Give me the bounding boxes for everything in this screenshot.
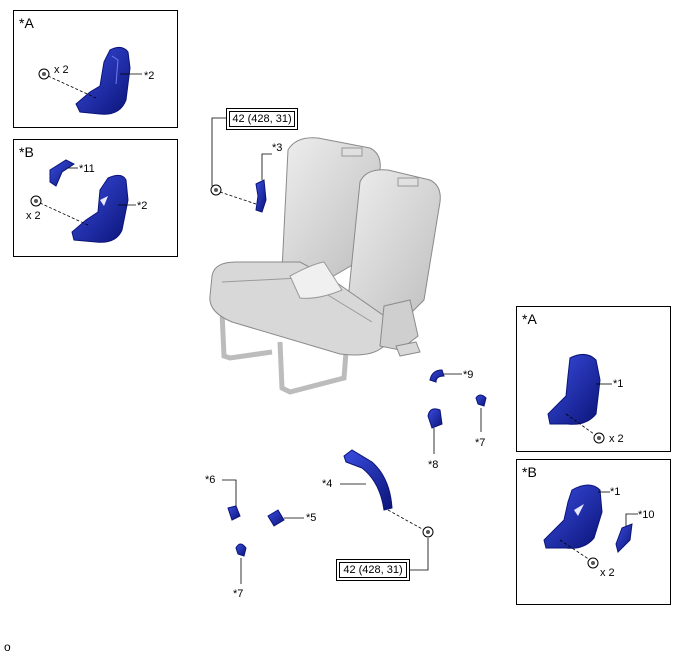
callout-1-b: *1 (610, 486, 621, 498)
callout-5: *5 (306, 512, 317, 524)
seat-cover-part-1-a (547, 354, 601, 425)
view-label: *B (522, 464, 537, 480)
cover-part-5 (267, 509, 285, 527)
torque-value: 42 (428, 31) (229, 111, 295, 127)
callout-4: *4 (322, 478, 333, 490)
callout-2-a: *2 (144, 70, 155, 82)
torque-value: 42 (428, 31) (339, 562, 407, 578)
qty-label: x 2 (26, 210, 41, 222)
qty-label: x 2 (609, 433, 624, 445)
callout-1-a: *1 (613, 378, 624, 390)
seat-cover-part-2-b (71, 174, 129, 243)
cap-part-8 (427, 408, 443, 429)
callout-8: *8 (428, 459, 439, 471)
bracket-part-11 (49, 159, 75, 187)
view-label: *A (522, 311, 537, 327)
callout-6: *6 (205, 474, 216, 486)
qty-label: x 2 (600, 567, 615, 579)
view-label: *B (19, 144, 34, 160)
clip-part-7-right (475, 394, 487, 407)
torque-spec-top: 42 (428, 31) (226, 108, 298, 130)
callout-9: *9 (463, 369, 474, 381)
callout-11: *11 (79, 163, 95, 175)
view-label: *A (19, 15, 34, 31)
rear-seat-assembly (209, 137, 441, 395)
figure-code: o (4, 640, 11, 654)
clip-part-7-bottom (235, 543, 247, 557)
seat-cover-part-1-b (543, 484, 603, 549)
seat-cover-part-2-a (75, 46, 131, 115)
torque-spec-bottom: 42 (428, 31) (336, 559, 410, 581)
callout-10: *10 (638, 509, 655, 521)
clip-part-6 (227, 505, 241, 521)
belt-part-4 (343, 449, 393, 511)
bracket-part-10 (615, 523, 633, 553)
callout-3: *3 (272, 142, 283, 154)
qty-label: x 2 (54, 64, 69, 76)
callout-7: *7 (475, 437, 486, 449)
callout-7: *7 (233, 588, 244, 600)
hook-part-9 (429, 369, 445, 383)
bracket-part-3 (255, 179, 267, 213)
callout-2-b: *2 (137, 200, 148, 212)
